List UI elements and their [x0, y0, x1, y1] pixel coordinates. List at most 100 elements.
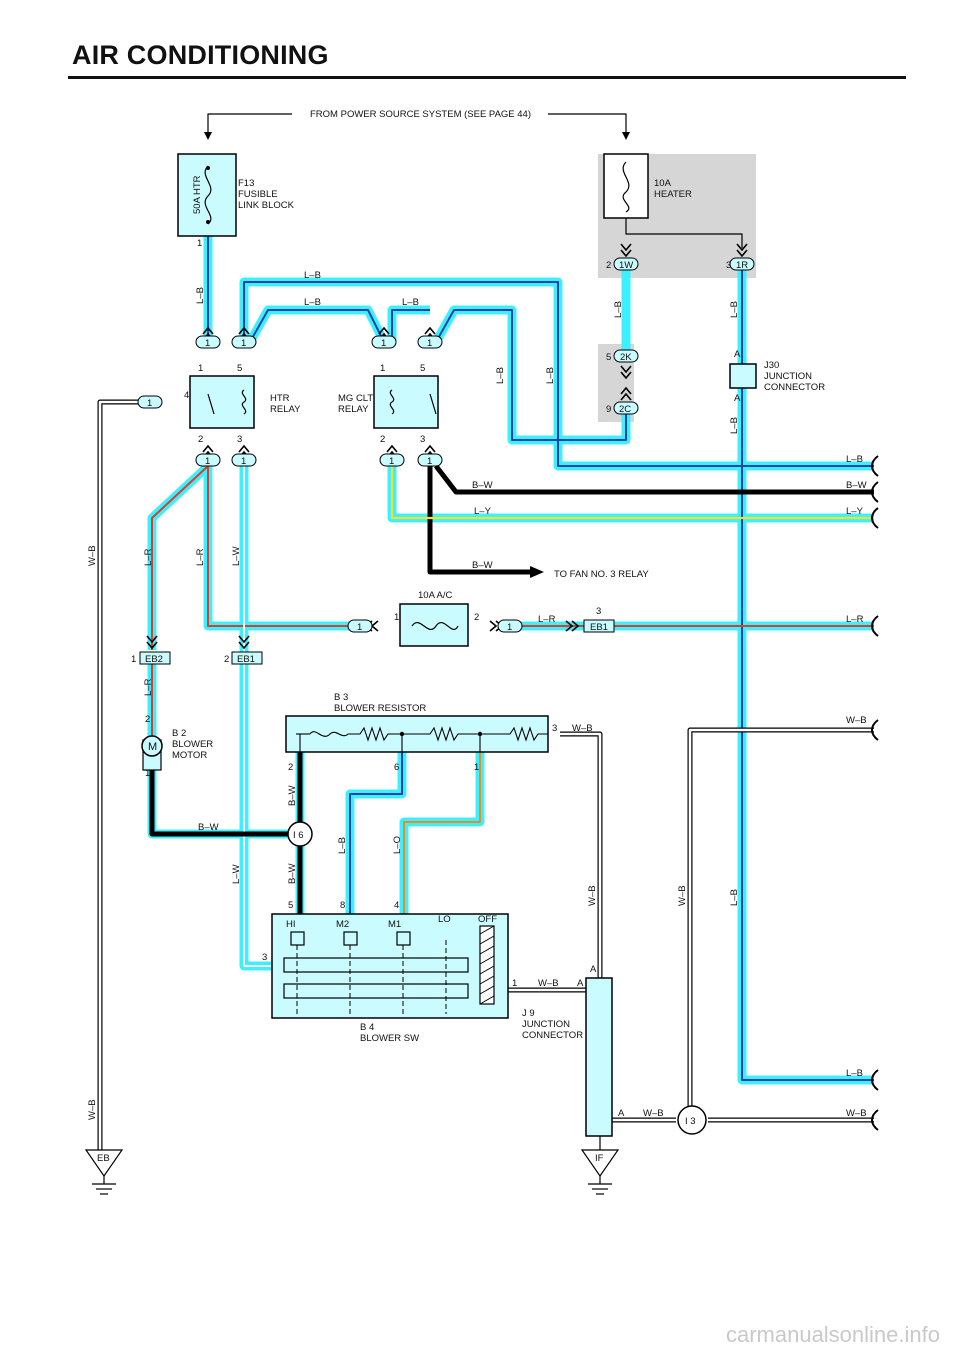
watermark: carmanualsonline.info — [725, 1322, 940, 1347]
wire-label-lr-5: L–R — [143, 678, 154, 696]
heater-fuse-symbol — [622, 161, 630, 213]
wire-lr-motor — [151, 465, 209, 650]
connector-1-i: 1 — [147, 398, 152, 409]
blower-switch-m2-terminal — [343, 931, 358, 946]
resistor-ref: B 3 — [334, 692, 348, 703]
wire-glow-lr-fuse — [203, 466, 360, 631]
switch-off-label: OFF — [478, 914, 497, 925]
motor-symbol: M — [148, 741, 157, 753]
wire-label-lb-7: L–B — [613, 301, 624, 318]
j30-ref: J30 — [764, 360, 779, 371]
j9-junction-connector — [585, 977, 613, 1137]
ground-eb-label: EB — [97, 1153, 110, 1164]
pin-1w-2: 2 — [606, 260, 611, 271]
wire-heater-internal — [625, 218, 743, 248]
ac-fuse-box — [399, 603, 469, 647]
pin-eb1-2: 2 — [224, 654, 229, 665]
power-source-label: FROM POWER SOURCE SYSTEM (SEE PAGE 44) — [310, 109, 531, 120]
connector-eb1-right: EB1 — [590, 622, 608, 633]
pin-switch-3: 3 — [262, 952, 267, 963]
wire-glow-lw — [239, 466, 272, 971]
pin-resistor-3: 3 — [552, 723, 557, 734]
pin-htr-5: 5 — [237, 363, 242, 374]
j9-name-1: JUNCTION — [522, 1019, 570, 1030]
wire-label-wb-3: W–B — [572, 723, 593, 734]
wire-label-wb-4: W–B — [846, 715, 867, 726]
resistor-name: BLOWER RESISTOR — [334, 703, 426, 714]
pin-eb2-1: 1 — [131, 654, 136, 665]
wire-end-brackets — [871, 455, 879, 1131]
pin-j30-a-top: A — [734, 349, 741, 360]
pin-j9-a-bottom: A — [618, 1108, 625, 1119]
wire-label-wb-7: W–B — [538, 978, 559, 989]
wire-label-wb-5: W–B — [587, 885, 598, 906]
wire-label-ly-2: L–Y — [846, 506, 864, 517]
htr-relay-switch — [207, 393, 215, 415]
wire-core-1r — [741, 264, 874, 1081]
motor-ref: B 2 — [172, 728, 186, 739]
fan-relay-label: TO FAN NO. 3 RELAY — [554, 569, 649, 580]
wire-label-lr-3: L–R — [538, 614, 556, 625]
pin-2c-9: 9 — [606, 404, 611, 415]
mg-clt-relay — [373, 375, 439, 429]
wire-label-lb-5: L–B — [495, 367, 506, 384]
switch-m2-label: M2 — [336, 919, 349, 930]
arrow-fan-relay — [530, 566, 544, 578]
wire-label-lb-11: L–B — [337, 837, 348, 854]
pin-switch-8: 8 — [340, 900, 345, 911]
wire-label-lb-10: L–B — [729, 889, 740, 906]
connector-1w: 1W — [619, 260, 633, 271]
wire-label-ly-1: L–Y — [474, 506, 492, 517]
pin-switch-1: 1 — [512, 978, 517, 989]
pin-htr-1: 1 — [198, 363, 203, 374]
wire-wb-resistor-inner — [560, 732, 602, 988]
wire-ly — [390, 466, 874, 520]
pin-acfuse-2: 2 — [474, 612, 479, 623]
mg-relay-label-1: MG CLT — [338, 393, 373, 404]
wire-label-bw-4: B–W — [198, 822, 219, 833]
wire-label-wb-2: W–B — [87, 1099, 98, 1120]
mg-relay-switch — [429, 393, 437, 415]
fuse-50a-symbol — [204, 165, 212, 225]
htr-relay-coil — [241, 389, 247, 415]
fuse-50a-pin-bottom — [206, 220, 210, 224]
wire-glow-lb-m2 — [345, 752, 407, 918]
connector-1-c: 1 — [381, 338, 386, 349]
switch-lo-label: LO — [438, 914, 451, 925]
terminal-chevrons — [146, 243, 748, 650]
wire-label-bw-2: B–W — [846, 480, 867, 491]
wire-bw-motor — [149, 770, 290, 837]
pin-resistor-6: 6 — [394, 762, 399, 773]
switch-m1-label: M1 — [388, 919, 401, 930]
blower-motor — [141, 735, 163, 757]
j30-name-1: JUNCTION — [764, 371, 812, 382]
fusible-link-name-2: LINK BLOCK — [238, 200, 295, 211]
wire-power-right — [548, 113, 627, 136]
pin-htr-3: 3 — [237, 434, 242, 445]
wire-label-lb-4: L–B — [195, 287, 206, 304]
blower-switch-m1-terminal — [396, 931, 411, 946]
wire-label-lr-4: L–R — [846, 614, 864, 625]
ac-fuse-symbol — [411, 622, 459, 630]
heater-fuse-rating: 10A — [654, 178, 672, 189]
wire-wb-i3-up-outer — [687, 727, 874, 1110]
wire-label-lb-6: L–B — [545, 367, 556, 384]
wire-bw-main — [434, 464, 874, 495]
blower-switch-hi-terminal — [290, 931, 305, 946]
connector-eb1-left: EB1 — [237, 654, 255, 665]
wire-label-wb-1: W–B — [87, 545, 98, 566]
pin-resistor-1: 1 — [474, 762, 479, 773]
wire-lw — [243, 466, 272, 967]
wire-wb-resistor-outer — [560, 731, 603, 988]
switch-name: BLOWER SW — [360, 1033, 419, 1044]
pin-htr-4: 4 — [184, 390, 189, 401]
pin-switch-4: 4 — [394, 900, 399, 911]
mg-relay-label-2: RELAY — [338, 404, 369, 415]
wire-label-lw-2: L–W — [231, 864, 242, 884]
connector-2c: 2C — [619, 404, 631, 415]
wire-glow-lb-relay-link — [246, 305, 389, 345]
text-layer: FROM POWER SOURCE SYSTEM (SEE PAGE 44) 5… — [87, 109, 867, 1164]
htr-relay-label-1: HTR — [270, 393, 290, 404]
wire-label-lb-8: L–B — [729, 301, 740, 318]
